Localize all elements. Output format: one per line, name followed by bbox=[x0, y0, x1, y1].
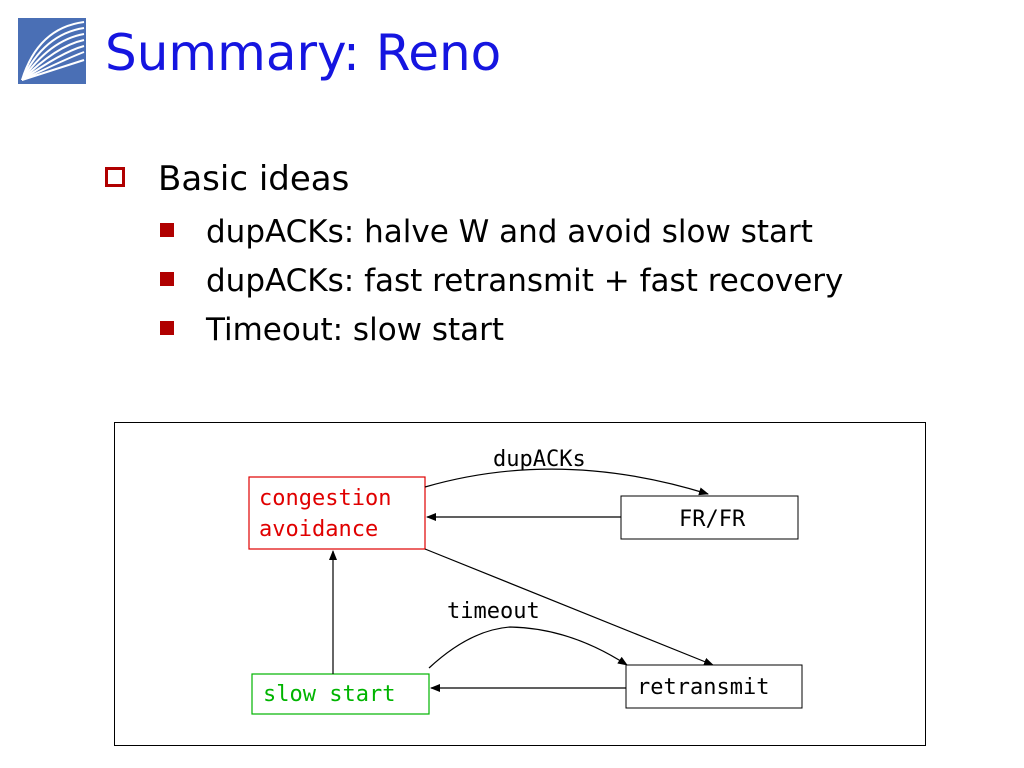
fr-fr-label: FR/FR bbox=[679, 507, 746, 532]
filled-square-bullet-icon bbox=[160, 272, 174, 286]
congestion-avoidance-label-line1: congestion bbox=[259, 486, 391, 511]
slide-title: Summary: Reno bbox=[105, 24, 502, 82]
filled-square-bullet-icon bbox=[160, 223, 174, 237]
ca-to-retransmit-arrow bbox=[424, 548, 714, 666]
sub-bullet-text: dupACKs: fast retransmit + fast recovery bbox=[206, 263, 844, 299]
dupacks-edge-label: dupACKs bbox=[493, 447, 586, 472]
hollow-square-bullet-icon bbox=[105, 167, 125, 187]
main-bullet-text: Basic ideas bbox=[158, 159, 350, 199]
slow-start-state bbox=[251, 673, 430, 715]
timeout-edge-label: timeout bbox=[447, 599, 540, 624]
congestion-avoidance-label-line2: avoidance bbox=[259, 517, 378, 542]
retransmit-state bbox=[625, 664, 803, 709]
dupacks-arrow bbox=[424, 468, 709, 496]
diagram-frame bbox=[114, 422, 926, 746]
university-logo-icon bbox=[18, 18, 86, 84]
sub-bullet-text: dupACKs: halve W and avoid slow start bbox=[206, 214, 813, 250]
fr-fr-state bbox=[620, 495, 799, 540]
retransmit-label: retransmit bbox=[637, 675, 769, 700]
congestion-avoidance-state bbox=[248, 476, 426, 550]
slow-start-label: slow start bbox=[263, 682, 395, 707]
sub-bullet-text: Timeout: slow start bbox=[206, 312, 505, 348]
filled-square-bullet-icon bbox=[160, 321, 174, 335]
timeout-arrow bbox=[428, 626, 628, 669]
